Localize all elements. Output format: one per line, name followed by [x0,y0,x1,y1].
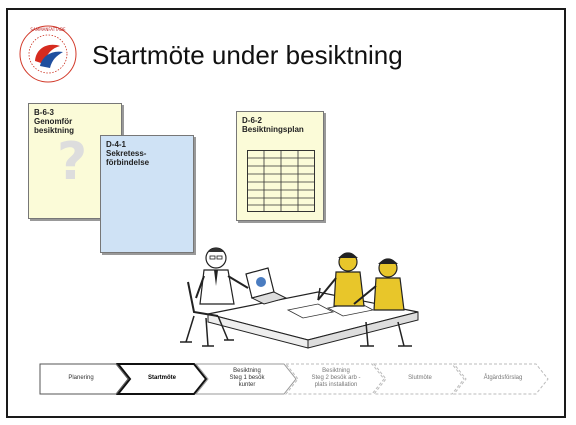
process-step-slutmote[interactable]: Slutmöte [408,374,432,381]
document-d-4-1[interactable]: D-4-1 Sekretess- förbindelse [100,135,194,253]
document-code: D-6-2 [242,116,263,125]
process-flow: Planering Startmöte Besiktning Steg 1 be… [38,362,550,398]
document-name: Genomför besiktning [34,117,75,135]
process-step-atgardsforslag[interactable]: Åtgärdsförslag [483,374,523,381]
slide-title: Startmöte under besiktning [92,40,403,70]
table-grid-icon [247,150,315,212]
question-mark-icon: ? [57,132,88,192]
meeting-illustration [168,242,428,362]
document-name: Besiktningsplan [242,125,304,134]
document-code: D-4-1 [106,140,127,149]
process-step-planering[interactable]: Planering [68,374,94,381]
logo-icon: SAMMANFATTADE [19,25,77,83]
process-step-besiktning-1[interactable]: Besiktning Steg 1 besök kunter [229,367,265,388]
meeting-clipart-icon [180,247,419,349]
document-b-6-3[interactable]: B-6-3 Genomför besiktning ? [28,103,122,219]
company-logo: SAMMANFATTADE [18,24,78,84]
document-code: B-6-3 [34,108,55,117]
process-step-startmote[interactable]: Startmöte [147,374,176,381]
svg-text:SAMMANFATTADE: SAMMANFATTADE [30,27,66,32]
document-d-6-2[interactable]: D-6-2 Besiktningsplan [236,111,324,221]
process-step-besiktning-2[interactable]: Besiktning Steg 2 besök arb - plats inst… [311,367,361,388]
slide: SAMMANFATTADE Startmöte under besiktning… [6,8,566,418]
process-chevrons-icon [39,363,549,395]
document-name: Sekretess- förbindelse [106,149,150,167]
